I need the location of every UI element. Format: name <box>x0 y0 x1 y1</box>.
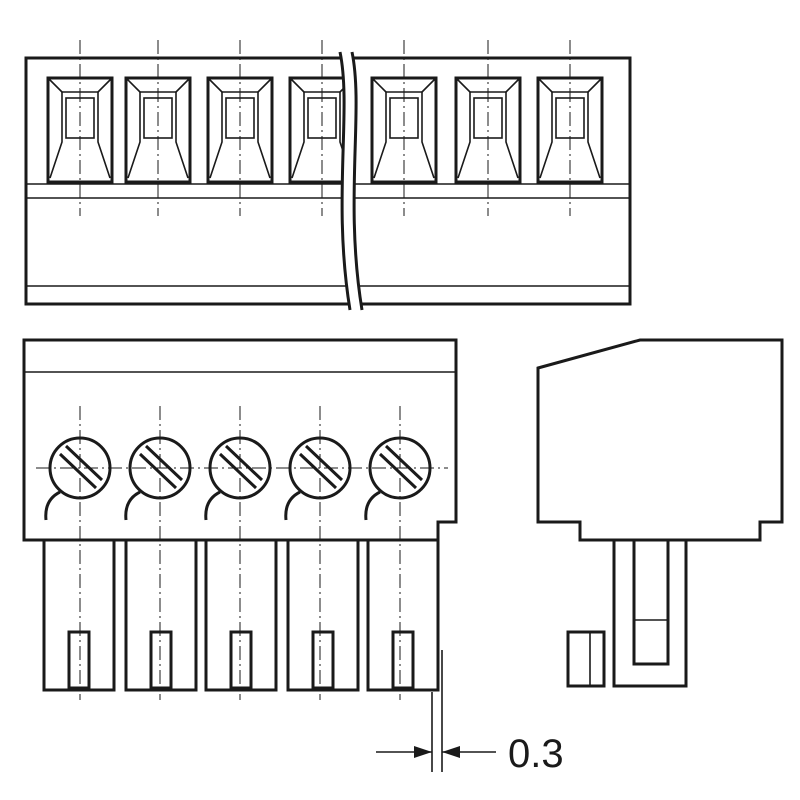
front-view-centerlines <box>79 406 401 700</box>
front-view-screws <box>44 436 432 521</box>
dimension-arrow-left <box>414 746 432 758</box>
pin-slot <box>366 540 440 692</box>
dimension-arrow-right <box>442 746 460 758</box>
top-view-outline <box>24 56 632 306</box>
screw-head <box>124 436 192 521</box>
top-view <box>24 40 632 311</box>
pin-slot <box>42 540 116 692</box>
gap-dimension: 0.3 <box>376 650 564 776</box>
side-view-contact <box>632 538 670 666</box>
pin-slot <box>286 540 360 692</box>
front-view <box>22 338 458 700</box>
break-line-right <box>350 51 364 311</box>
screw-head <box>44 436 112 521</box>
dimension-value: 0.3 <box>508 732 564 776</box>
side-view-pin-housing <box>612 540 688 688</box>
top-view-centerlines <box>79 40 571 216</box>
break-gap <box>340 52 362 310</box>
screw-head <box>204 436 272 521</box>
pin-slot <box>204 540 278 692</box>
side-view-body <box>536 338 784 542</box>
break-line-left <box>338 51 352 311</box>
front-view-body <box>22 338 458 542</box>
side-view-latch <box>566 630 606 688</box>
front-view-pins <box>42 540 440 692</box>
side-view <box>536 338 784 688</box>
screw-head <box>284 436 352 521</box>
pin-slot <box>124 540 198 692</box>
screw-head <box>364 436 432 521</box>
top-view-pockets <box>46 76 604 184</box>
